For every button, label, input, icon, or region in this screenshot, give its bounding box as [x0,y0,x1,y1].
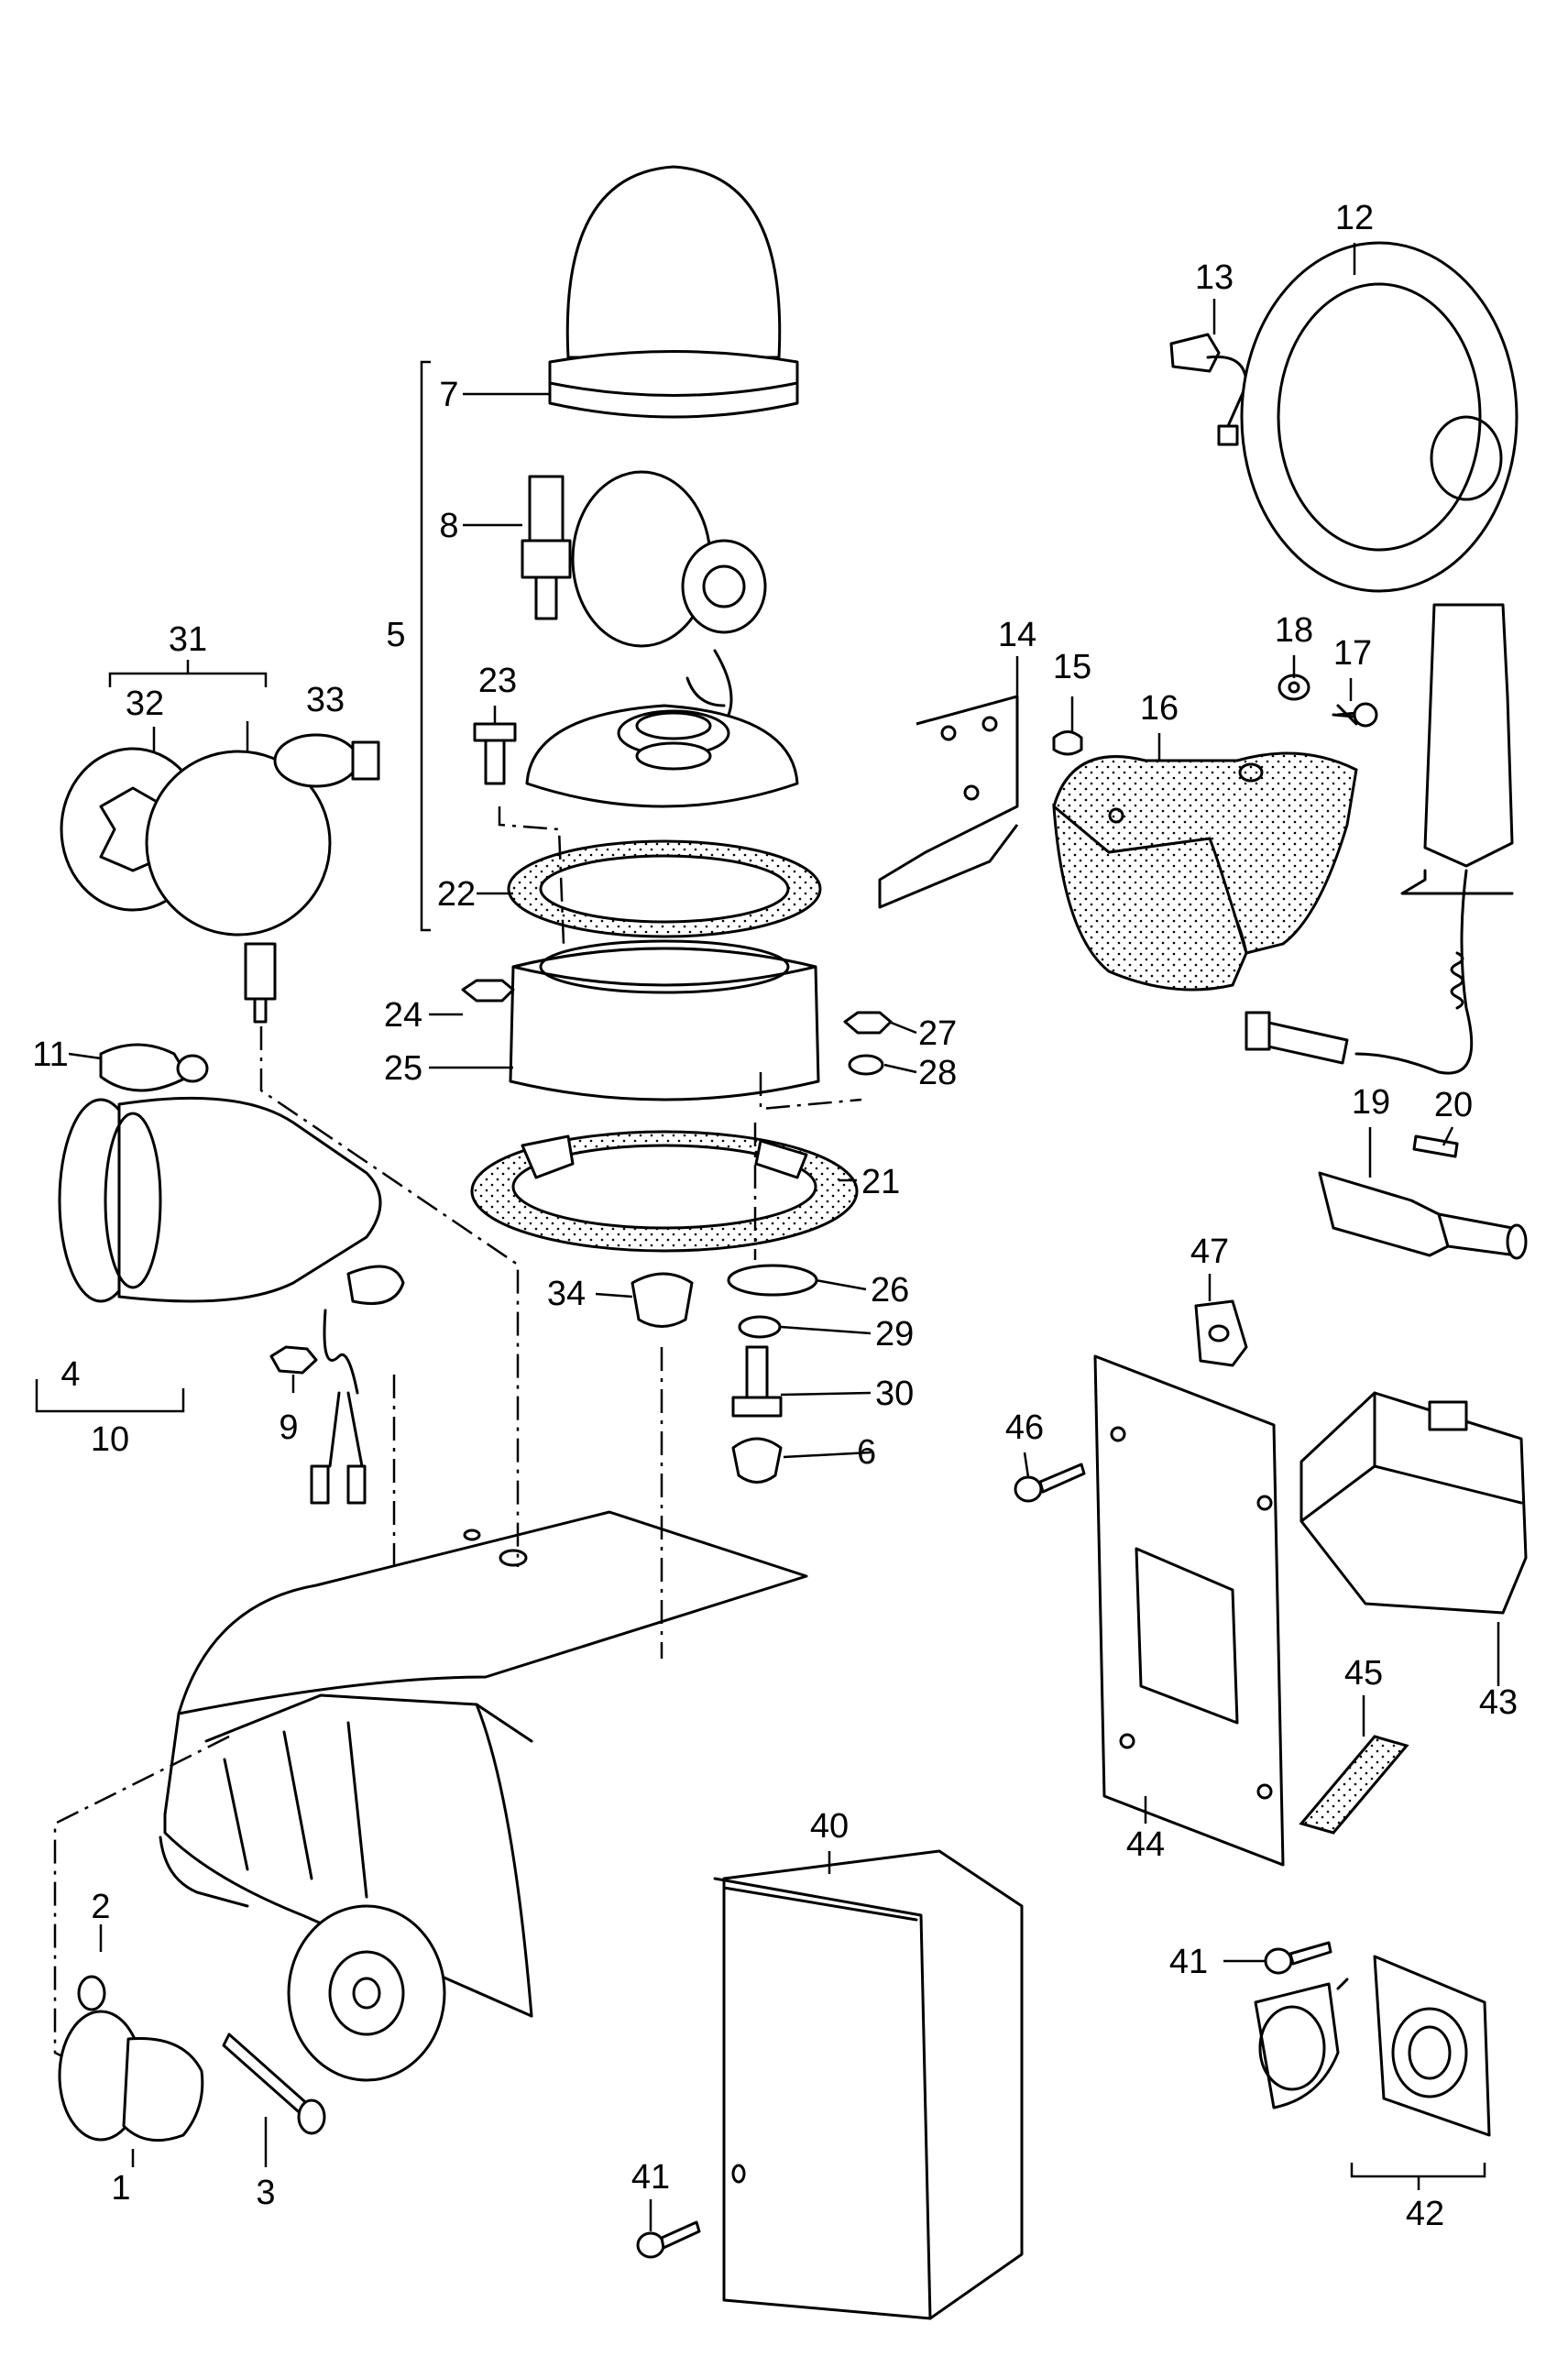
callout-42: 42 [1406,2195,1444,2233]
work-lamp [60,660,380,1024]
callout-41a: 41 [1169,1943,1208,1981]
callout-6: 6 [857,1433,876,1472]
callout-40: 40 [810,1807,849,1846]
callout-24: 24 [384,996,422,1035]
callout-26: 26 [871,1271,909,1309]
motor-gear-base [525,704,799,808]
callout-41b: 41 [631,2158,670,2197]
callout-31: 31 [169,620,207,659]
callout-45: 45 [1344,1654,1383,1693]
fuse-holder-19 [1318,1134,1528,1260]
spot-lamp [35,1043,405,1505]
relay-43 [1299,1391,1528,1615]
callout-7: 7 [439,376,458,414]
mounting-hardware [461,722,893,1484]
socket-42 [1254,1955,1491,2190]
callout-8: 8 [439,507,458,545]
callout-16: 16 [1140,689,1179,728]
callout-9: 9 [279,1408,298,1447]
mounting-plate-44 [1093,1354,1285,1867]
callout-30: 30 [875,1375,914,1413]
callout-5: 5 [386,616,405,654]
callout-15: 15 [1053,648,1091,686]
callout-18: 18 [1275,611,1313,650]
bracket-plate [878,695,1019,909]
callout-13: 13 [1195,258,1234,297]
callout-1: 1 [111,2169,130,2208]
callout-29: 29 [875,1315,914,1353]
socket-part-1 [58,1975,326,2142]
gasket-ring [507,839,822,938]
callout-22: 22 [437,875,476,914]
callout-34: 34 [547,1275,586,1313]
small-screws-right [1052,674,1378,756]
callout-labels: 1 2 3 4 5 6 7 8 9 10 11 12 13 14 15 16 1… [32,199,1518,2233]
box-40 [713,1849,1024,2320]
callout-44: 44 [1126,1825,1165,1864]
clip-47 [1194,1299,1248,1367]
callout-14: 14 [998,616,1036,654]
callout-17: 17 [1333,634,1372,673]
leader-lines [68,243,1500,2231]
callout-4: 4 [60,1355,80,1394]
callout-46: 46 [1005,1408,1044,1447]
callout-25: 25 [384,1049,422,1088]
callout-28: 28 [918,1054,957,1092]
switch-connector [521,475,572,620]
base-gasket [470,1130,859,1253]
callout-21: 21 [861,1163,900,1201]
callout-19: 19 [1352,1083,1390,1122]
callout-47: 47 [1190,1233,1229,1271]
dashed-pointer [53,1735,230,2064]
handlamp-12 [1240,241,1519,1075]
chain-lines [259,806,862,1659]
callout-27: 27 [918,1014,957,1053]
vehicle-outline [159,1510,808,2082]
callout-23: 23 [478,662,517,700]
strip-45 [1299,1735,1409,1835]
callout-32: 32 [126,685,164,723]
callout-20: 20 [1434,1086,1473,1124]
callout-43: 43 [1479,1683,1518,1722]
screws-41 [636,1941,1332,2259]
callout-11: 11 [32,1036,68,1074]
screw-46 [1014,1463,1086,1503]
lamp-13 [1169,333,1248,446]
base-housing [509,939,820,1101]
callout-12: 12 [1335,199,1374,237]
beacon-dome [548,165,799,419]
callout-10: 10 [91,1420,129,1459]
reflector-bulb-unit [571,470,767,726]
callout-2: 2 [91,1888,110,1926]
callout-3: 3 [256,2174,275,2212]
holder-cup [1052,751,1358,992]
callout-33: 33 [306,681,345,719]
